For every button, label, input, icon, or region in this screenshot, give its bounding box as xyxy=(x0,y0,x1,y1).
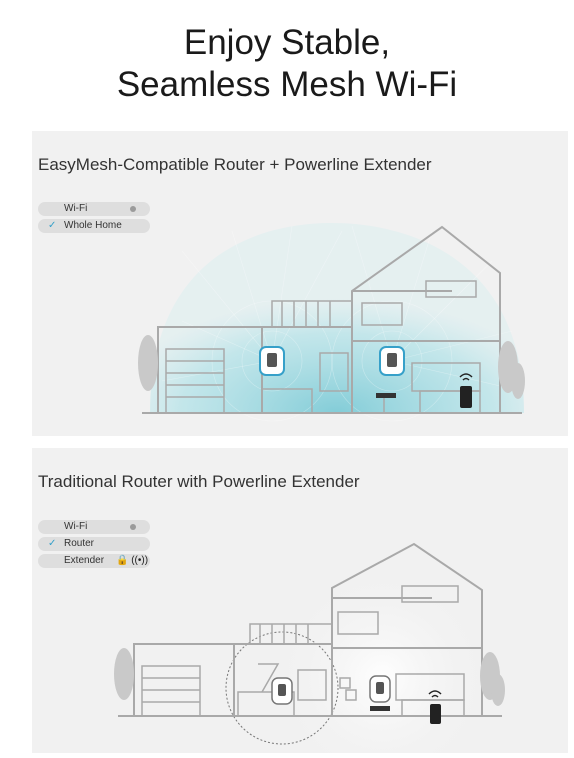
wifi-coverage-area xyxy=(150,223,524,413)
legend-item-label: Wi-Fi xyxy=(64,203,88,214)
powerline-extender-icon xyxy=(259,346,285,376)
legend-item-whole-home: ✓ Whole Home xyxy=(38,219,150,233)
legend-item-label: Whole Home xyxy=(64,220,122,231)
traditional-panel-title: Traditional Router with Powerline Extend… xyxy=(38,472,360,491)
phone-icon xyxy=(428,690,442,724)
traditional-panel: Traditional Router with Powerline Extend… xyxy=(32,448,568,753)
extender-coverage-area xyxy=(225,631,339,745)
easymesh-panel: EasyMesh-Compatible Router + Powerline E… xyxy=(32,131,568,436)
router-extender-icon xyxy=(379,346,405,376)
easymesh-panel-title: EasyMesh-Compatible Router + Powerline E… xyxy=(38,155,432,174)
router-extender-icon xyxy=(369,675,391,703)
wifi-dot-icon xyxy=(130,206,136,212)
phone-icon xyxy=(459,373,473,408)
traditional-house-illustration xyxy=(114,542,505,753)
headline-line-2: Seamless Mesh Wi-Fi xyxy=(116,65,458,104)
headline: Enjoy Stable, Seamless Mesh Wi-Fi xyxy=(0,22,574,106)
traditional-legend: Wi-Fi ✓ Router Extender 🔒 ((•)) xyxy=(38,520,150,571)
legend-item-label: Router xyxy=(64,538,95,549)
legend-item-router: ✓ Router xyxy=(38,537,150,551)
legend-item-label: Extender xyxy=(64,555,105,566)
router-coverage-area xyxy=(272,568,492,753)
check-icon: ✓ xyxy=(48,220,57,231)
legend-item-label: Wi-Fi xyxy=(64,521,88,532)
powerline-extender-icon xyxy=(271,677,293,705)
easymesh-house-illustration xyxy=(138,223,525,422)
headline-line-1: Enjoy Stable, xyxy=(183,23,391,62)
legend-item-wifi: Wi-Fi xyxy=(38,520,150,534)
legend-item-wifi: Wi-Fi xyxy=(38,202,150,216)
router-icon xyxy=(370,706,390,711)
lock-wifi-icon: 🔒 ((•)) xyxy=(116,555,149,566)
check-icon: ✓ xyxy=(48,538,57,549)
wifi-dot-icon xyxy=(130,524,136,530)
easymesh-legend: Wi-Fi ✓ Whole Home xyxy=(38,202,150,236)
legend-item-extender: Extender 🔒 ((•)) xyxy=(38,554,150,568)
router-icon xyxy=(376,393,396,398)
